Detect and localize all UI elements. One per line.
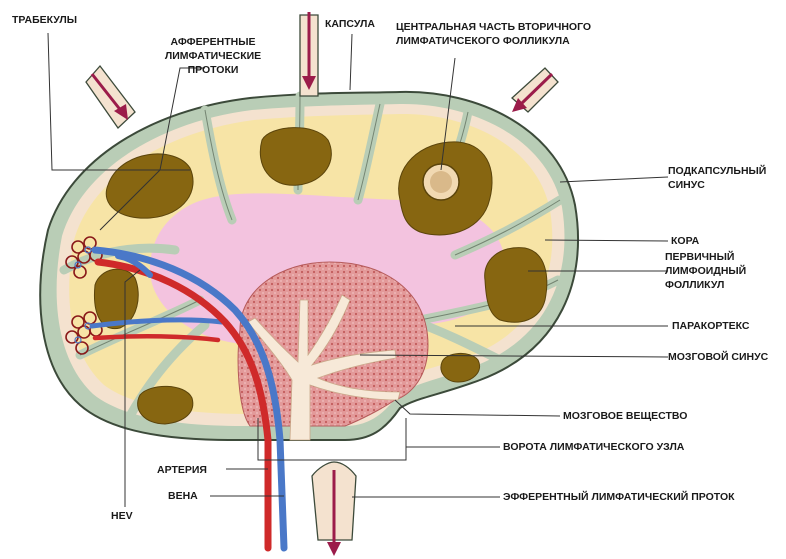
label-subcapsular-line-2: СИНУС (668, 178, 766, 192)
label-afferent: АФФЕРЕНТНЫЕ ЛИМФАТИЧЕСКИЕ ПРОТОКИ (148, 35, 278, 77)
label-afferent-line-1: АФФЕРЕНТНЫЕ (148, 35, 278, 49)
label-capsule: КАПСУЛА (325, 17, 375, 31)
label-vein: ВЕНА (168, 489, 198, 503)
label-primary-follicle: ПЕРВИЧНЫЙ ЛИМФОИДНЫЙ ФОЛЛИКУЛ (665, 250, 746, 292)
label-trabeculae: ТРАБЕКУЛЫ (12, 13, 77, 27)
label-paracortex: ПАРАКОРТЕКС (672, 319, 750, 333)
label-afferent-line-2: ЛИМФАТИЧЕСКИЕ (148, 49, 278, 63)
label-artery: АРТЕРИЯ (157, 463, 207, 477)
label-primary-line-3: ФОЛЛИКУЛ (665, 278, 746, 292)
label-hev: HEV (111, 509, 133, 523)
label-afferent-line-3: ПРОТОКИ (148, 63, 278, 77)
label-subcapsular-sinus: ПОДКАПСУЛЬНЫЙ СИНУС (668, 164, 766, 192)
label-hilum: ВОРОТА ЛИМФАТИЧЕСКОГО УЗЛА (503, 440, 684, 454)
label-germinal-line-1: ЦЕНТРАЛЬНАЯ ЧАСТЬ ВТОРИЧНОГО (396, 20, 591, 34)
label-germinal-center: ЦЕНТРАЛЬНАЯ ЧАСТЬ ВТОРИЧНОГО ЛИМФАТИЧСЕК… (396, 20, 591, 48)
label-efferent: ЭФФЕРЕНТНЫЙ ЛИМФАТИЧЕСКИЙ ПРОТОК (503, 490, 735, 504)
label-cortex: КОРА (671, 234, 699, 248)
label-subcapsular-line-1: ПОДКАПСУЛЬНЫЙ (668, 164, 766, 178)
label-medulla: МОЗГОВОЕ ВЕЩЕСТВО (563, 409, 687, 423)
label-primary-line-2: ЛИМФОИДНЫЙ (665, 264, 746, 278)
label-primary-line-1: ПЕРВИЧНЫЙ (665, 250, 746, 264)
label-medullary-sinus: МОЗГОВОЙ СИНУС (668, 350, 768, 364)
label-germinal-line-2: ЛИМФАТИЧСЕКОГО ФОЛЛИКУЛА (396, 34, 591, 48)
